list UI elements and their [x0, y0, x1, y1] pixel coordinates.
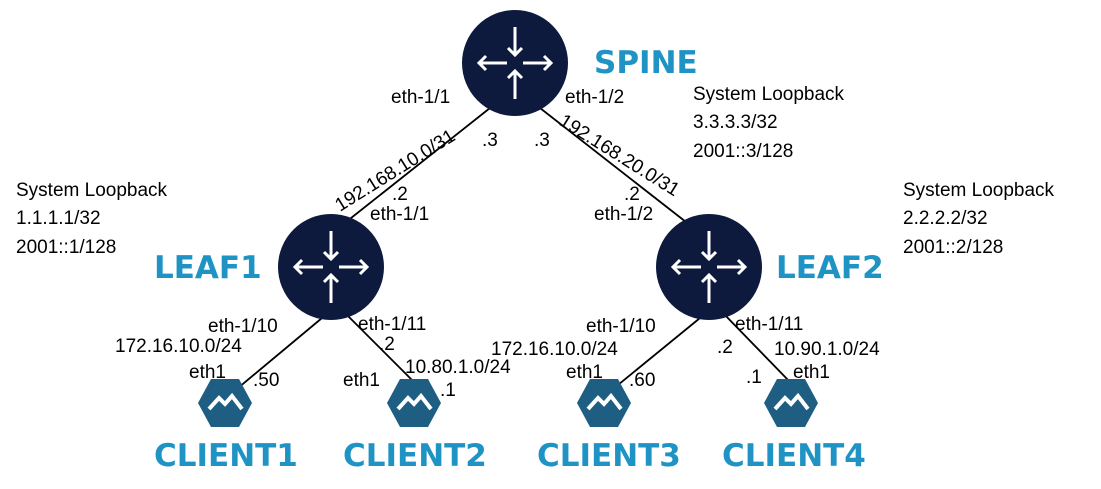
subnet-leaf1-client2: 10.80.1.0/24 — [405, 357, 511, 378]
loopback-title: System Loopback — [903, 180, 1055, 201]
subnet-leaf2-client4: 10.90.1.0/24 — [774, 339, 880, 360]
spine-loopback: System Loopback 3.3.3.3/32 2001::3/128 — [693, 84, 845, 162]
client2-if: eth1 — [343, 370, 380, 391]
leaf1-if-client2: eth-1/11 — [358, 314, 426, 335]
leaf2-if-client3: eth-1/10 — [586, 316, 656, 337]
client4-host[interactable] — [762, 377, 820, 429]
leaf2-loopback: System Loopback 2.2.2.2/32 2001::2/128 — [903, 180, 1055, 258]
loopback-title: System Loopback — [16, 180, 168, 201]
spine-name: SPINE — [594, 45, 698, 81]
client1-name: CLIENT1 — [154, 438, 298, 474]
loopback-title: System Loopback — [693, 84, 845, 105]
spine-router[interactable] — [462, 10, 568, 116]
leaf1-ip-client2: .2 — [379, 334, 395, 355]
client3-name: CLIENT3 — [537, 438, 681, 474]
loopback-ipv4: 2.2.2.2/32 — [903, 208, 988, 229]
link-spine-leaf2 — [539, 107, 687, 223]
client4-ip: .1 — [746, 367, 762, 388]
client3-ip: .60 — [629, 370, 655, 391]
loopback-ipv6: 2001::3/128 — [693, 141, 793, 162]
client2-name: CLIENT2 — [343, 438, 487, 474]
leaf2-name: LEAF2 — [776, 250, 884, 286]
client2-ip: .1 — [440, 380, 456, 401]
client4-if: eth1 — [793, 362, 830, 383]
subnet-leaf2-client3: 172.16.10.0/24 — [491, 339, 618, 360]
leaf2-if-client4: eth-1/11 — [735, 314, 803, 335]
leaf1-if-spine: eth-1/1 — [370, 204, 429, 225]
client3-if: eth1 — [566, 362, 603, 383]
client4-name: CLIENT4 — [722, 438, 866, 474]
link-leaf2-client4 — [721, 311, 791, 383]
leaf1-name: LEAF1 — [154, 250, 262, 286]
subnet-spine-leaf2: 192.168.20.0/31 — [555, 110, 683, 201]
link-leaf1-client2 — [343, 311, 415, 383]
leaf1-if-client1: eth-1/10 — [208, 316, 278, 337]
loopback-ipv6: 2001::1/128 — [16, 237, 116, 258]
leaf2-ip-client4: .2 — [717, 337, 733, 358]
subnet-leaf1-client1: 172.16.10.0/24 — [115, 336, 242, 357]
spine-ip-leaf2: .3 — [534, 130, 550, 151]
loopback-ipv6: 2001::2/128 — [903, 237, 1003, 258]
leaf1-loopback: System Loopback 1.1.1.1/32 2001::1/128 — [16, 180, 168, 258]
client1-ip: .50 — [253, 370, 279, 391]
loopback-ipv4: 1.1.1.1/32 — [16, 208, 101, 229]
leaf1-ip-spine: .2 — [392, 184, 408, 205]
client3-host[interactable] — [575, 377, 633, 429]
client2-host[interactable] — [385, 377, 443, 429]
client1-host[interactable] — [196, 377, 254, 429]
loopback-ipv4: 3.3.3.3/32 — [693, 112, 778, 133]
leaf2-ip-spine: .2 — [624, 184, 640, 205]
spine-if-leaf2: eth-1/2 — [565, 87, 624, 108]
leaf2-router[interactable] — [656, 214, 762, 320]
client-host-icon — [762, 377, 820, 429]
client-host-icon — [575, 377, 633, 429]
leaf1-router[interactable] — [278, 214, 384, 320]
spine-if-leaf1: eth-1/1 — [391, 87, 450, 108]
client1-if: eth1 — [189, 362, 226, 383]
link-spine-leaf1 — [345, 107, 491, 223]
client-host-icon — [196, 377, 254, 429]
leaf2-if-spine: eth-1/2 — [594, 204, 653, 225]
client-host-icon — [385, 377, 443, 429]
spine-ip-leaf1: .3 — [482, 130, 498, 151]
